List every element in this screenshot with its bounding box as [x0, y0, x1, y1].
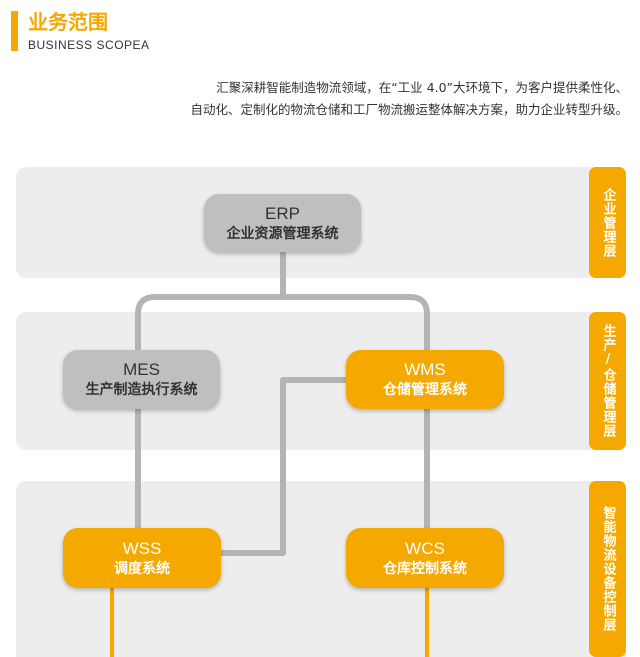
- node-code: WCS: [405, 538, 445, 558]
- layer-tag-label: 生产/仓储管理层: [600, 324, 616, 438]
- node-wss: WSS 调度系统: [63, 528, 221, 588]
- layer-tag-label: 智能物流设备控制层: [600, 506, 616, 632]
- connector-erp-mes: [135, 294, 283, 352]
- node-name: 调度系统: [114, 560, 170, 577]
- connector-wms-wss: [221, 377, 348, 556]
- intro-text: 汇聚深耕智能制造物流领域，在“工业 4.0”大环境下，为客户提供柔性化、 自动化…: [158, 77, 628, 121]
- node-wms: WMS 仓储管理系统: [346, 350, 504, 409]
- layer-tag-production: 生产/仓储管理层: [589, 312, 626, 450]
- node-code: WMS: [404, 360, 446, 379]
- page-subtitle: BUSINESS SCOPEA: [28, 38, 150, 52]
- node-name: 仓储管理系统: [383, 382, 467, 398]
- page-title: 业务范围: [28, 10, 108, 34]
- node-code: MES: [123, 360, 160, 379]
- intro-line-1: 汇聚深耕智能制造物流领域，在“工业 4.0”大环境下，为客户提供柔性化、: [216, 80, 628, 95]
- connector-erp-wms: [283, 294, 430, 352]
- layer-tag-label: 企业管理层: [600, 187, 616, 258]
- node-wcs: WCS 仓库控制系统: [346, 528, 504, 588]
- node-name: 仓库控制系统: [383, 560, 467, 577]
- node-code: WSS: [122, 538, 162, 558]
- layer-tag-equipment: 智能物流设备控制层: [589, 481, 626, 657]
- intro-line-2: 自动化、定制化的物流仓储和工厂物流搬运整体解决方案，助力企业转型升级。: [190, 102, 628, 117]
- node-code: ERP: [265, 203, 300, 223]
- layer-tag-enterprise: 企业管理层: [589, 167, 626, 278]
- node-name: 生产制造执行系统: [85, 382, 198, 398]
- node-erp: ERP 企业资源管理系统: [204, 194, 361, 252]
- title-accent-bar: [11, 11, 18, 51]
- node-mes: MES 生产制造执行系统: [63, 350, 220, 409]
- node-name: 企业资源管理系统: [226, 225, 339, 242]
